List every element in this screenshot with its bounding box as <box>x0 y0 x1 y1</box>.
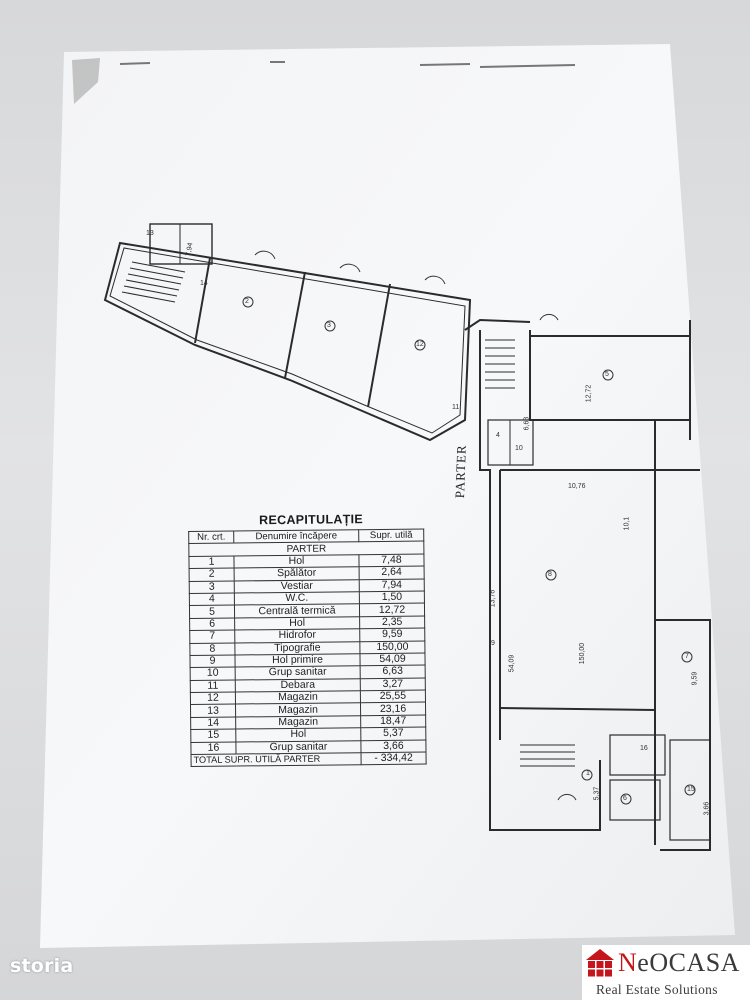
room-label: 7 <box>685 653 689 660</box>
row-number: 1 <box>188 556 235 569</box>
room-label: 16 <box>640 745 648 752</box>
dimension-label: 3,66 <box>703 801 711 816</box>
row-number: 15 <box>190 729 236 743</box>
room-label: 1 <box>586 770 590 777</box>
row-number: 13 <box>190 704 236 718</box>
dimension-label: 5,37 <box>593 786 601 801</box>
dimension-label: 13,76 <box>489 589 497 608</box>
room-area: 12,72 <box>359 603 425 617</box>
room-label: 12 <box>416 341 424 348</box>
row-number: 8 <box>189 642 235 656</box>
dimension-label: 9,59 <box>691 671 699 686</box>
dimension-label: 10,1 <box>623 516 631 531</box>
room-area: 2,35 <box>359 616 425 629</box>
room-label: 14 <box>200 280 208 287</box>
room-label: 6 <box>623 795 627 802</box>
row-number: 3 <box>189 580 235 594</box>
column-header: Nr. crt. <box>188 531 234 544</box>
dimension-label: 150,00 <box>579 642 587 665</box>
column-header: Supr. utilă <box>358 529 424 543</box>
row-number: 5 <box>189 605 235 619</box>
room-area: 18,47 <box>360 715 426 728</box>
room-area: 23,16 <box>360 702 426 716</box>
total-value: - 334,42 <box>361 752 427 766</box>
room-label: 15 <box>687 786 695 793</box>
room-label: 8 <box>548 571 552 578</box>
total-row: TOTAL SUPR. UTILĂ PARTER - 334,42 <box>191 752 427 767</box>
dimension-label: 54,09 <box>508 654 516 673</box>
recap-title: RECAPITULAȚIE <box>259 512 364 528</box>
room-area: 5,37 <box>360 727 426 741</box>
room-area: 54,09 <box>359 653 426 667</box>
row-number: 6 <box>189 618 235 631</box>
room-area: 7,48 <box>358 554 425 567</box>
dimension-label: 10,76 <box>568 483 586 490</box>
room-area: 6,63 <box>360 665 426 679</box>
logo-initial: N <box>618 948 638 977</box>
neocasa-logo: NeOCASA Real Estate Solutions <box>582 945 750 1000</box>
room-area: 25,55 <box>360 690 426 704</box>
total-label: TOTAL SUPR. UTILĂ PARTER <box>191 752 362 767</box>
room-label: 9 <box>491 640 495 647</box>
room-area: 3,66 <box>360 740 427 753</box>
room-area: 7,94 <box>359 579 425 592</box>
room-area: 3,27 <box>360 678 426 691</box>
house-grid-icon <box>586 949 614 977</box>
logo-wordmark: NeOCASA <box>618 948 740 978</box>
row-number: 7 <box>189 630 235 644</box>
room-label: 11 <box>452 404 460 411</box>
row-number: 12 <box>190 692 236 705</box>
room-area: 150,00 <box>359 640 425 654</box>
floor-label: PARTER <box>452 444 469 499</box>
logo-name-rest: eOCASA <box>637 948 740 977</box>
row-number: 14 <box>190 717 236 730</box>
storia-watermark: storia <box>10 955 74 977</box>
room-area: 9,59 <box>359 628 425 642</box>
recap-table: Nr. crt. Denumire încăpere Supr. utilă P… <box>188 529 427 768</box>
row-number: 16 <box>190 742 237 755</box>
room-label: 5 <box>605 371 609 378</box>
room-label: 3 <box>327 322 331 329</box>
row-number: 2 <box>189 568 235 582</box>
row-number: 10 <box>190 667 236 681</box>
room-area: 2,64 <box>359 566 425 580</box>
logo-tagline: Real Estate Solutions <box>596 982 718 997</box>
room-label: 13 <box>146 230 154 237</box>
row-number: 4 <box>189 593 235 606</box>
room-label: 2 <box>245 298 249 305</box>
row-number: 9 <box>189 655 236 668</box>
dimension-label: 6,63 <box>523 416 531 431</box>
room-label: 4 <box>496 432 500 439</box>
room-label: 10 <box>515 445 523 452</box>
recap-table-block: RECAPITULAȚIE Nr. crt. Denumire încăpere… <box>188 512 427 768</box>
room-area: 1,50 <box>359 591 425 605</box>
dimension-label: 12,72 <box>585 384 593 403</box>
row-number: 11 <box>190 680 236 693</box>
